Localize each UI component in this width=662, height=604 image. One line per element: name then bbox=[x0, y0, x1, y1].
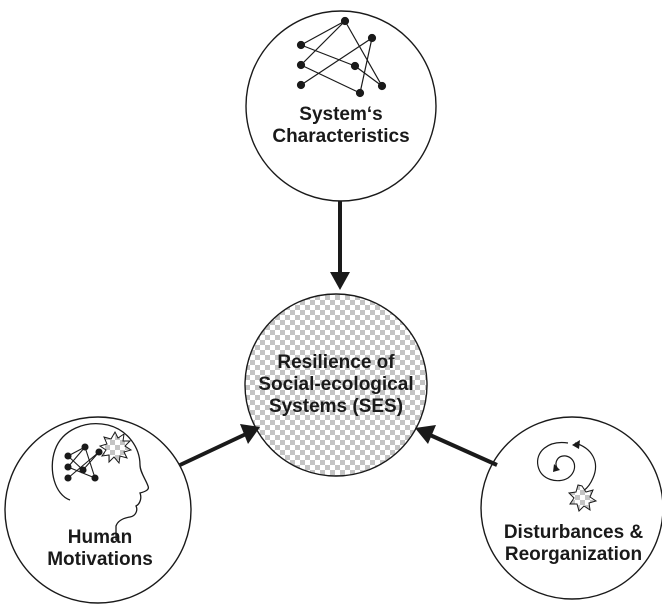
arrow-right-to-center bbox=[415, 425, 498, 467]
center-node-line-1: Resilience of bbox=[277, 352, 395, 373]
left-node-line-1: Human bbox=[67, 527, 133, 548]
disturbances-circle bbox=[480, 416, 662, 600]
network-icon bbox=[296, 16, 387, 98]
arrow-top-to-center bbox=[330, 201, 350, 290]
center-node-line-3: Systems (SES) bbox=[268, 396, 404, 417]
human-motivations-circle bbox=[4, 416, 192, 604]
left-node-label: Human Motivations bbox=[20, 527, 180, 571]
left-node-line-2: Motivations bbox=[47, 549, 153, 570]
resilience-center-circle bbox=[244, 293, 428, 477]
spiral-disturbance-icon bbox=[537, 440, 598, 512]
right-node-line-1: Disturbances & bbox=[503, 522, 644, 543]
right-node-label: Disturbances & Reorganization bbox=[491, 522, 656, 566]
center-node-label: Resilience of Social-ecological Systems … bbox=[246, 352, 426, 418]
burst-icon bbox=[98, 430, 133, 465]
head-network-icon bbox=[51, 423, 150, 540]
right-node-line-2: Reorganization bbox=[504, 544, 643, 565]
center-node-line-2: Social-ecological bbox=[258, 374, 414, 395]
top-node-label: System‘s Characteristics bbox=[261, 104, 421, 148]
top-node-line-2: Characteristics bbox=[272, 126, 410, 147]
top-node-line-1: System‘s bbox=[299, 104, 383, 125]
arrow-left-to-center bbox=[179, 424, 260, 467]
